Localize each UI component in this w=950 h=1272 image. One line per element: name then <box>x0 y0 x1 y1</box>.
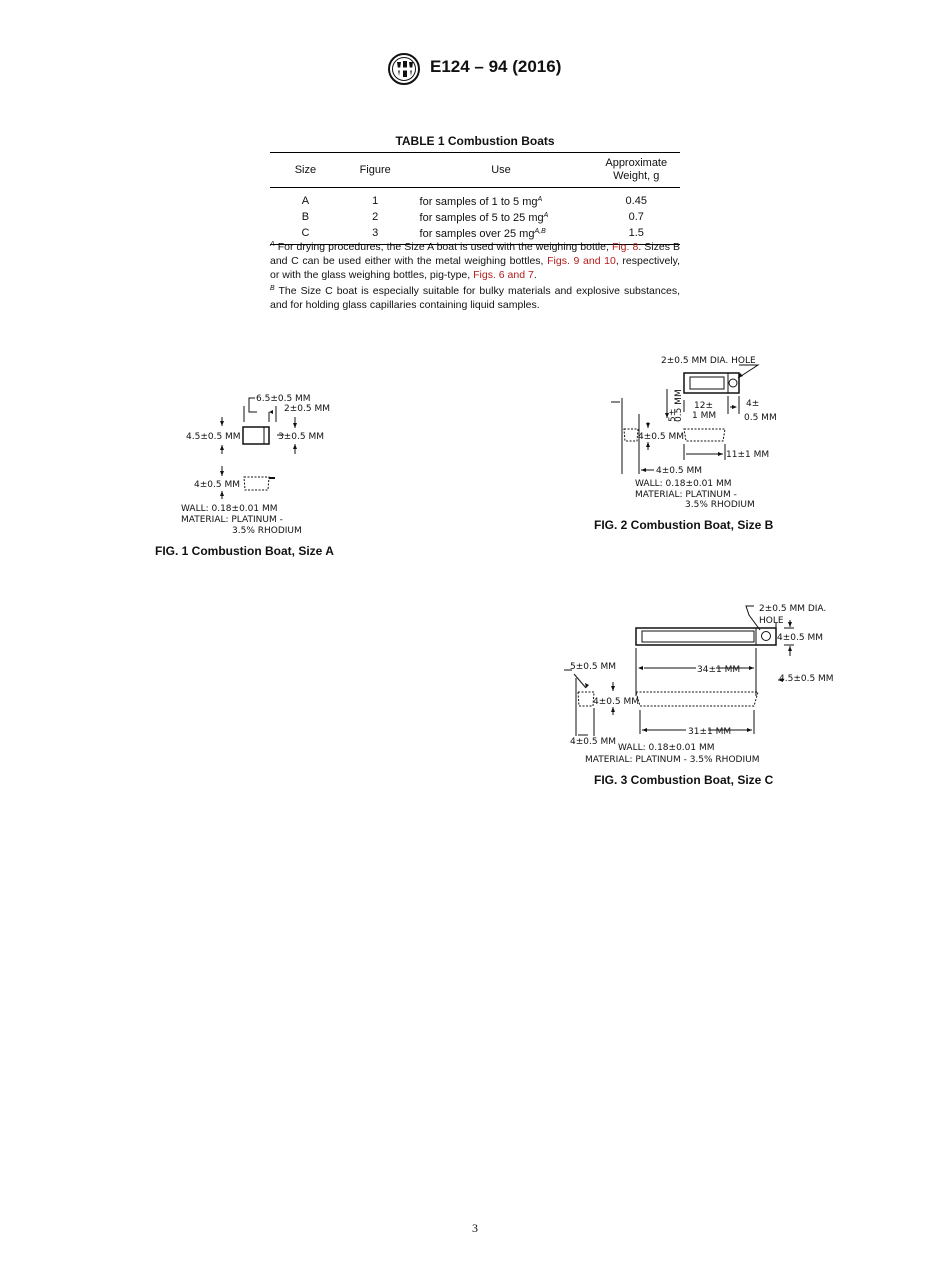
fig3-dim-bottom: 31±1 MM <box>688 727 731 737</box>
fig2-dim-length-a: 12± <box>694 401 713 411</box>
cell-use: for samples over 25 mgA,B <box>409 225 593 245</box>
fig2-dim-height: 4±0.5 MM <box>638 432 684 442</box>
combustion-boats-table: Size Figure Use Approximate Weight, g A … <box>270 152 680 245</box>
table-header-row: Size Figure Use Approximate Weight, g <box>270 152 680 188</box>
fig3-dim-height: 4±0.5 MM <box>593 697 639 707</box>
fig1-dim-width: 4.5±0.5 MM <box>186 432 241 442</box>
fig2-dim-length-b: 1 MM <box>692 411 716 421</box>
fig3-dim-width2: 4.5±0.5 MM <box>779 674 834 684</box>
cell-figure: 3 <box>340 225 410 245</box>
fig2-dim-top: 4±0.5 MM <box>656 466 702 476</box>
fig3-material: MATERIAL: PLATINUM - 3.5% RHODIUM <box>585 755 759 765</box>
fig3-dim-top: 4±0.5 MM <box>570 737 616 747</box>
footnote-a: A For drying procedures, the Size A boat… <box>270 241 680 281</box>
fig2-material-line1: MATERIAL: PLATINUM - <box>635 490 737 500</box>
fig2-hole: 2±0.5 MM DIA. HOLE <box>661 356 756 366</box>
table-footnotes: A For drying procedures, the Size A boat… <box>270 238 680 312</box>
cell-size: A <box>301 195 310 207</box>
page-header: E124 – 94 (2016) <box>0 52 950 88</box>
cell-use: for samples of 1 to 5 mgA <box>419 196 543 208</box>
fig3-dim-length: 34±1 MM <box>697 665 740 675</box>
fig-8-link[interactable]: Fig. 8 <box>611 241 639 253</box>
fig2-dim-bottom: 11±1 MM <box>726 450 769 460</box>
fig2-wall: WALL: 0.18±0.01 MM <box>635 479 732 489</box>
cell-weight: 0.45 <box>625 195 647 207</box>
header-figure: Figure <box>359 163 391 176</box>
fig3-dim-width: 5±0.5 MM <box>570 662 616 672</box>
fig1-drawing: 6.5±0.5 MM 2±0.5 MM 4.5±0.5 MM 3±0.5 MM … <box>181 394 330 536</box>
cell-size: C <box>270 225 341 245</box>
fig1-dim-end: 2±0.5 MM <box>284 404 330 414</box>
fig3-hole-line2: HOLE <box>759 616 784 626</box>
table-row: C 3 for samples over 25 mgA,B 1.5 <box>270 225 680 245</box>
fig1-material-line1: MATERIAL: PLATINUM - <box>181 515 283 525</box>
cell-figure: 2 <box>372 211 379 223</box>
fig1-caption: FIG. 1 Combustion Boat, Size A <box>155 544 334 558</box>
fig1-dim-inner: 3±0.5 MM <box>278 432 324 442</box>
header-size: Size <box>294 163 317 176</box>
fig2-dim-end-a: 4± <box>746 399 759 409</box>
fig3-wall: WALL: 0.18±0.01 MM <box>618 743 715 753</box>
footnote-mark: A,B <box>534 228 546 235</box>
figs-9-10-link[interactable]: Figs. 9 and 10 <box>547 255 616 267</box>
fig3-dim-end: 4±0.5 MM <box>777 633 823 643</box>
fig2-dim-end-b: 0.5 MM <box>744 413 777 423</box>
footnote-mark: A <box>537 196 543 203</box>
astm-logo-icon <box>388 53 420 85</box>
footnote-mark: A <box>543 212 549 219</box>
footnote-b: B The Size C boat is especially suitable… <box>270 285 680 311</box>
fig2-dim-width-b: 0.5 MM <box>674 389 684 422</box>
fig2-dim-width-a: 5± <box>668 409 678 422</box>
fig3-caption: FIG. 3 Combustion Boat, Size C <box>594 773 774 787</box>
cell-use: for samples of 5 to 25 mgA <box>419 212 549 224</box>
page-number: 3 <box>472 1221 478 1235</box>
header-weight-line1: Approximate <box>605 157 668 169</box>
header-weight: Approximate Weight, g <box>592 153 680 188</box>
footnote-a-mark: A <box>270 241 275 248</box>
fig2-caption: FIG. 2 Combustion Boat, Size B <box>594 518 774 532</box>
fig3-hole-line1: 2±0.5 MM DIA. <box>759 604 826 614</box>
table-row: B 2 for samples of 5 to 25 mgA 0.7 <box>270 209 680 225</box>
fig1-dim-height: 4±0.5 MM <box>194 480 240 490</box>
header-weight-line2: Weight, g <box>613 170 660 182</box>
fig1-wall: WALL: 0.18±0.01 MM <box>181 504 278 514</box>
cell-weight: 0.7 <box>628 211 644 223</box>
fig2-material-line2: 3.5% RHODIUM <box>685 500 755 510</box>
fig2-drawing: 2±0.5 MM DIA. HOLE 5± 0.5 MM 12± 1 MM 4±… <box>611 356 777 510</box>
document-id: E124 – 94 (2016) <box>430 57 562 76</box>
fig1-material-line2: 3.5% RHODIUM <box>232 526 302 536</box>
table-title: TABLE 1 Combustion Boats <box>395 134 555 148</box>
cell-figure: 1 <box>372 195 379 207</box>
figs-6-7-link[interactable]: Figs. 6 and 7 <box>473 269 534 281</box>
header-use: Use <box>491 163 511 176</box>
cell-weight: 1.5 <box>592 225 680 245</box>
fig3-drawing: 2±0.5 MM DIA. HOLE 4±0.5 MM 5±0.5 MM 34±… <box>564 604 834 765</box>
fig1-dim-length: 6.5±0.5 MM <box>256 394 311 404</box>
footnote-b-mark: B <box>270 285 275 292</box>
table-row: A 1 for samples of 1 to 5 mgA 0.45 <box>270 188 680 210</box>
cell-size: B <box>301 211 310 223</box>
